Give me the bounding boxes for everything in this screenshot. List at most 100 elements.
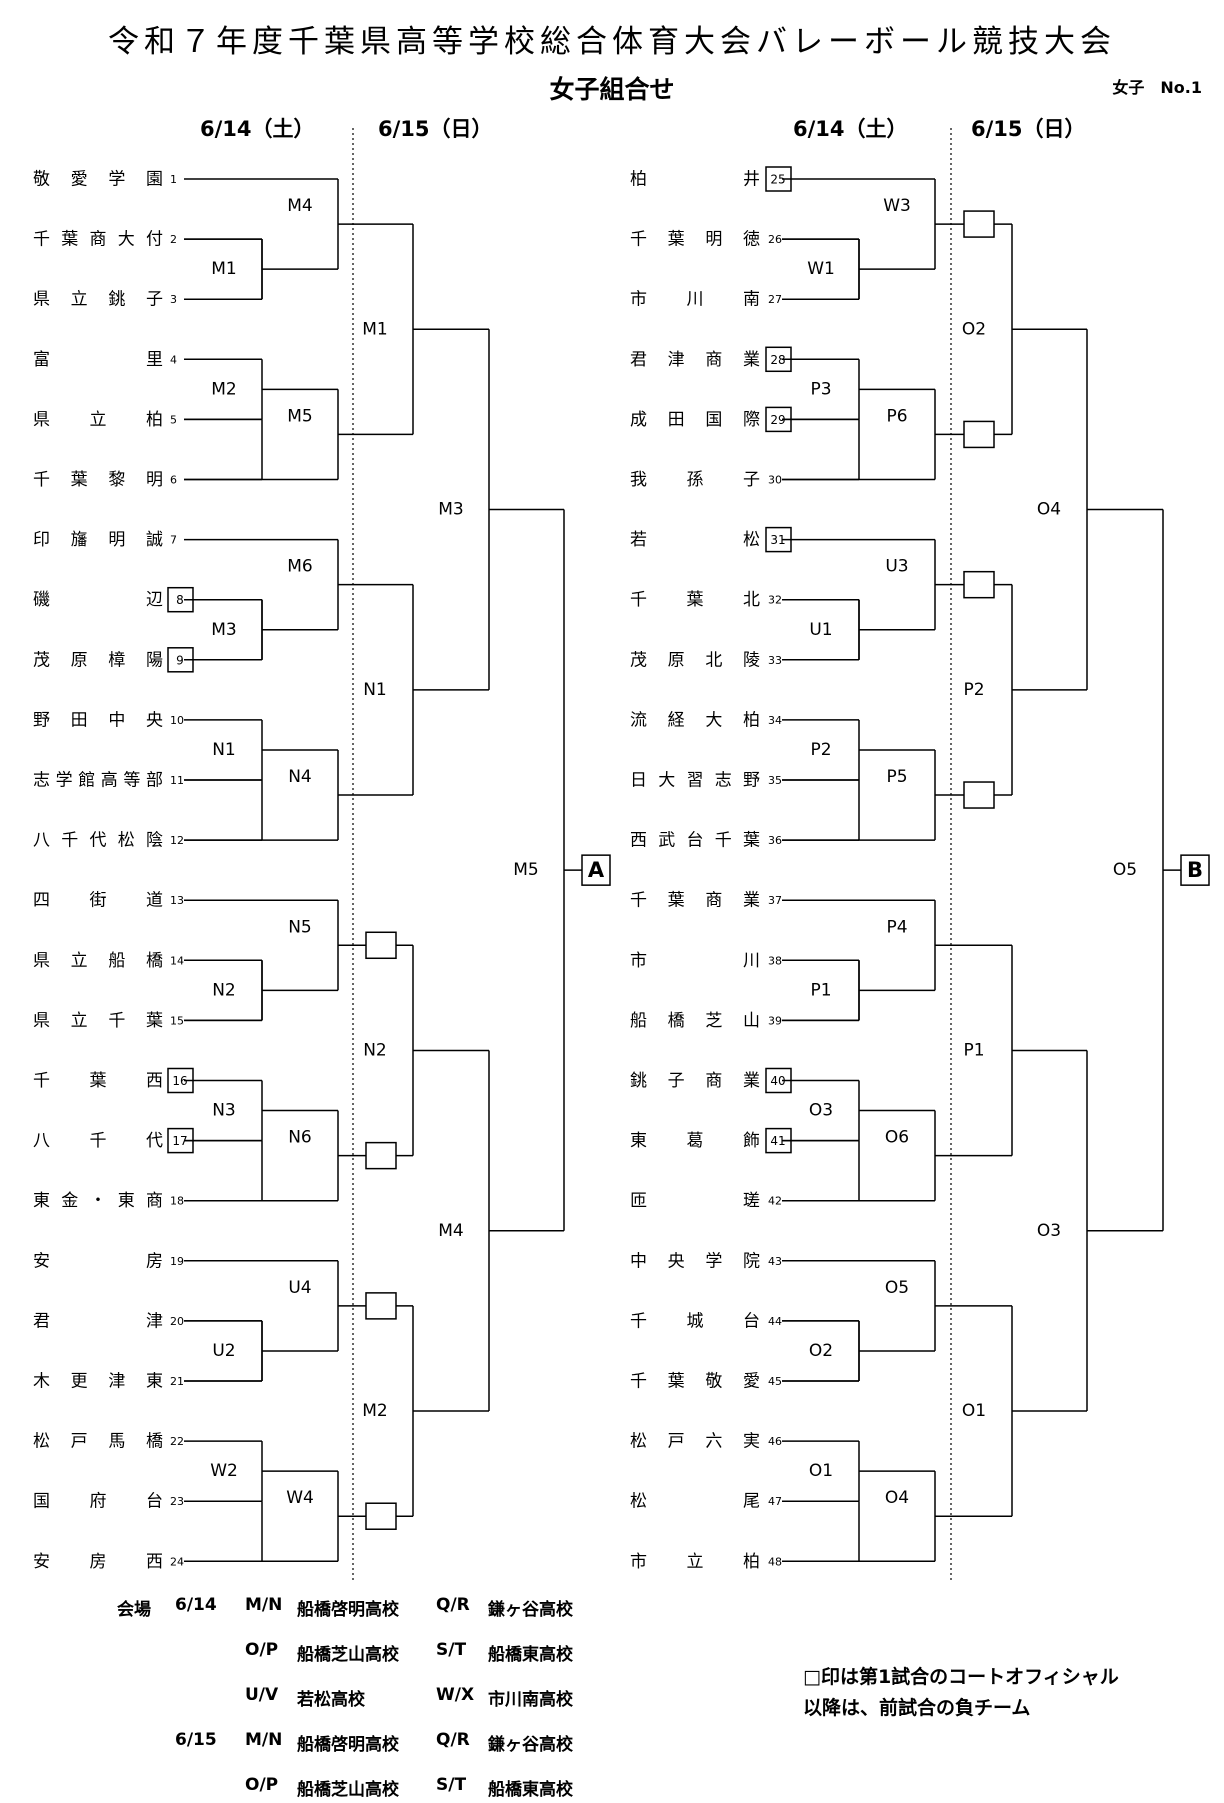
team-name-char: 津 [146,1311,163,1331]
seed-number: 38 [768,954,782,967]
match-label: M2 [362,1401,387,1421]
team-name-char: 立 [90,410,107,430]
seed-number: 37 [768,894,782,907]
team-name-char: 山 [743,1011,760,1031]
team-name-char: 成 [630,410,647,430]
team-name-char: 西 [630,831,647,851]
team-name-char: 房 [146,1251,163,1271]
team-name-char: 城 [687,1311,704,1331]
venue-table: 会場 6/14 M/N 船橋啓明高校 Q/R 鎌ヶ谷高校 O/P 船橋芝山高校 … [0,1595,700,1800]
team-name-char: 市 [630,290,647,310]
venue-school: 船橋芝山高校 [297,1780,399,1800]
team-name-char: 高 [101,771,118,791]
left-date-day2: 6/15（日） [378,117,493,141]
team-name-char: 子 [743,470,760,490]
team-name-char: 六 [705,1432,722,1452]
team-name-char: 立 [71,951,88,971]
team-name-char: 千 [715,831,732,851]
team-name-char: 実 [743,1432,760,1452]
seed-number: 43 [768,1255,782,1268]
team-name-char: 千 [630,891,647,911]
match-label: O2 [809,1341,833,1361]
seed-number: 3 [170,293,177,306]
team-name-char: 流 [630,710,647,730]
team-name-char: 習 [687,771,704,791]
team-name-char: 西 [146,1552,163,1572]
team-name-char: 川 [743,951,760,971]
team-name-char: 学 [108,170,125,190]
seed-number: 45 [768,1375,782,1388]
match-label: P1 [963,1040,984,1060]
venue-court: Q/R [436,1595,470,1615]
team-name-char: 葉 [668,230,685,250]
match-label: M1 [211,259,236,279]
seed-number: 17 [172,1134,187,1148]
match-label: W2 [210,1461,238,1481]
team-name-char: 陽 [146,650,163,670]
venue-court: U/V [245,1685,279,1705]
team-name-char: 飾 [743,1131,760,1151]
team-name-char: 津 [108,1372,125,1392]
seed-number: 6 [170,474,177,487]
match-label: N3 [212,1101,236,1121]
court-official-box [365,1292,397,1320]
seed-number: 36 [768,834,782,847]
team-name-char: 葉 [687,590,704,610]
match-label: O1 [962,1401,986,1421]
match-label: P1 [810,980,831,1000]
final-label: A [588,858,605,882]
team-name-char: 西 [146,1071,163,1091]
team-name-char: 野 [33,710,50,730]
seed-number: 29 [770,413,785,427]
team-name-char: 原 [71,650,88,670]
team-name-char: 央 [146,710,163,730]
seed-number: 21 [170,1375,184,1388]
match-label: N1 [212,740,236,760]
team-name-char: 子 [146,290,163,310]
seed-number: 5 [170,413,177,426]
team-name-char: 千 [33,470,50,490]
venue-label: 会場 [117,1600,151,1620]
team-name-char: 葉 [146,1011,163,1031]
team-name-char: 川 [687,290,704,310]
left-date-day1: 6/14（土） [200,117,315,141]
match-label: P2 [963,680,984,700]
team-name-char: 台 [743,1311,760,1331]
team-name-char: 等 [123,771,140,791]
team-name-char: 業 [743,350,760,370]
team-name-char: 樟 [108,650,125,670]
team-name-char: 子 [668,1071,685,1091]
team-name-char: 館 [78,771,95,791]
court-official-box [365,1141,397,1170]
seed-number: 18 [170,1195,184,1208]
team-name-char: 東 [630,1131,647,1151]
team-name-char: 日 [630,771,647,791]
venue-date: 6/14 [175,1595,217,1615]
team-name-char: 里 [146,350,163,370]
team-name-char: 松 [630,1492,647,1512]
team-name-char: 台 [146,1492,163,1512]
match-label: W1 [807,259,835,279]
court-official-box [365,931,397,960]
match-label: P5 [886,767,907,787]
team-name-char: 千 [61,831,78,851]
court-official-note: □印は第1試合のコートオフィシャル 以降は、前試合の負チーム [803,1662,1119,1724]
team-name-char: 大 [705,710,722,730]
team-name-char: 道 [146,891,163,911]
venue-court: M/N [245,1595,283,1615]
team-name-char: 立 [71,1011,88,1031]
match-label: O1 [809,1461,833,1481]
match-label: O4 [885,1488,909,1508]
team-name-char: 松 [118,831,135,851]
team-name-char: 商 [705,891,722,911]
seed-number: 7 [170,534,177,547]
team-name-char: 市 [630,951,647,971]
match-label: O4 [1037,500,1061,520]
team-name-char: 安 [33,1552,50,1572]
team-name-char: 八 [33,1131,50,1151]
venue-school: 船橋芝山高校 [297,1645,399,1665]
team-name-char: 明 [146,470,163,490]
venue-school: 市川南高校 [488,1690,573,1710]
team-name-char: 房 [90,1552,107,1572]
team-name-char: 商 [705,350,722,370]
